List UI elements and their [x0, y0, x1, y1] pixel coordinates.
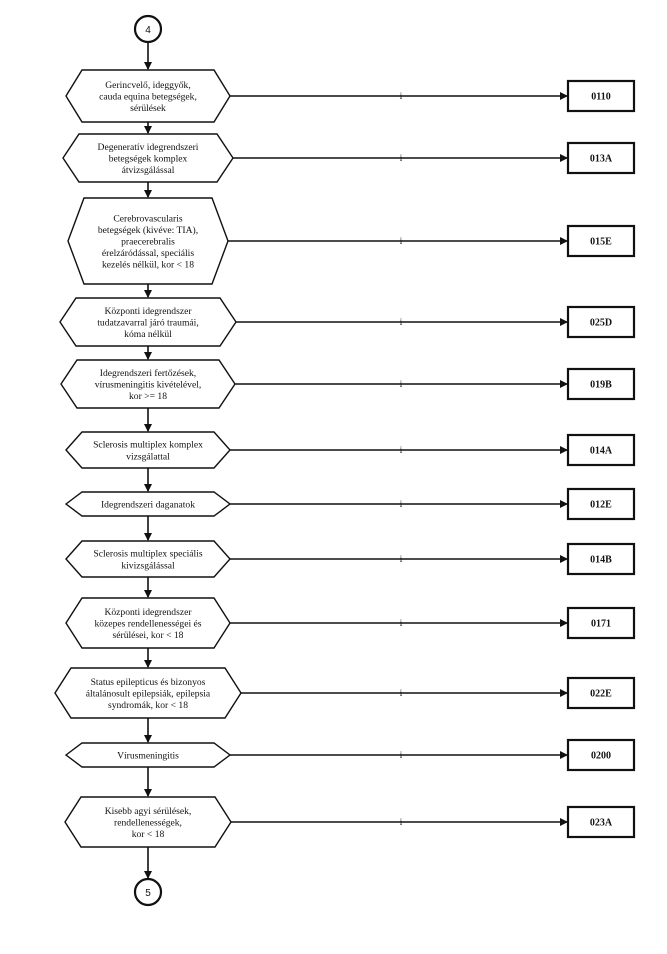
- branch-label: i: [400, 236, 403, 246]
- result-box: [566, 805, 636, 839]
- decision-label: Vírusmeningitis: [117, 751, 179, 762]
- branch-label: i: [400, 379, 403, 389]
- branch-label: i: [400, 317, 403, 327]
- decision-node: Idegrendszeri daganatok i 012E: [64, 487, 636, 521]
- result-box: [566, 738, 636, 772]
- start-connector-label: 4: [145, 25, 151, 36]
- result-box: [566, 676, 636, 710]
- decision-node: Idegrendszeri fertőzések,vírusmeningitis…: [60, 359, 636, 409]
- decision-label: Kisebb agyi sérülések,rendellenességek,k…: [105, 806, 192, 840]
- result-box: [566, 433, 636, 467]
- decision-node: Vírusmeningitis i 0200: [64, 738, 636, 772]
- result-box: [566, 367, 636, 401]
- decision-label: Idegrendszeri daganatok: [101, 500, 195, 511]
- branch-label: i: [400, 618, 403, 628]
- result-box: [566, 487, 636, 521]
- result-code: 0110: [591, 92, 610, 103]
- decision-list: Gerincvelő, ideggyők,cauda equina betegs…: [54, 69, 636, 848]
- decision-node: Kisebb agyi sérülések,rendellenességek,k…: [64, 796, 636, 848]
- result-code: 022E: [590, 689, 612, 700]
- result-code: 0200: [591, 751, 611, 762]
- result-box: [566, 606, 636, 640]
- end-connector: 5: [133, 877, 163, 907]
- branch-label: i: [400, 499, 403, 509]
- branch-label: i: [400, 688, 403, 698]
- branch-label: i: [400, 91, 403, 101]
- branch-label: i: [400, 817, 403, 827]
- decision-node: Gerincvelő, ideggyők,cauda equina betegs…: [65, 69, 636, 123]
- result-code: 013A: [590, 154, 613, 165]
- result-code: 0171: [591, 619, 611, 630]
- result-box: [566, 542, 636, 576]
- branch-label: i: [400, 750, 403, 760]
- branch-label: i: [400, 153, 403, 163]
- result-box: [566, 79, 636, 113]
- result-code: 019B: [590, 380, 612, 391]
- result-code: 012E: [590, 500, 612, 511]
- result-code: 014A: [590, 446, 613, 457]
- start-connector: 4: [133, 14, 163, 44]
- result-code: 025D: [590, 318, 612, 329]
- result-code: 014B: [590, 555, 612, 566]
- result-code: 015E: [590, 237, 612, 248]
- result-box: [566, 224, 636, 258]
- decision-label: Idegrendszeri fertőzések,vírusmeningitis…: [95, 368, 202, 402]
- result-code: 023A: [590, 818, 613, 829]
- result-box: [566, 305, 636, 339]
- end-connector-label: 5: [145, 888, 151, 899]
- branch-label: i: [400, 554, 403, 564]
- decision-label: Gerincvelő, ideggyők,cauda equina betegs…: [99, 80, 197, 114]
- result-box: [566, 141, 636, 175]
- branch-label: i: [400, 445, 403, 455]
